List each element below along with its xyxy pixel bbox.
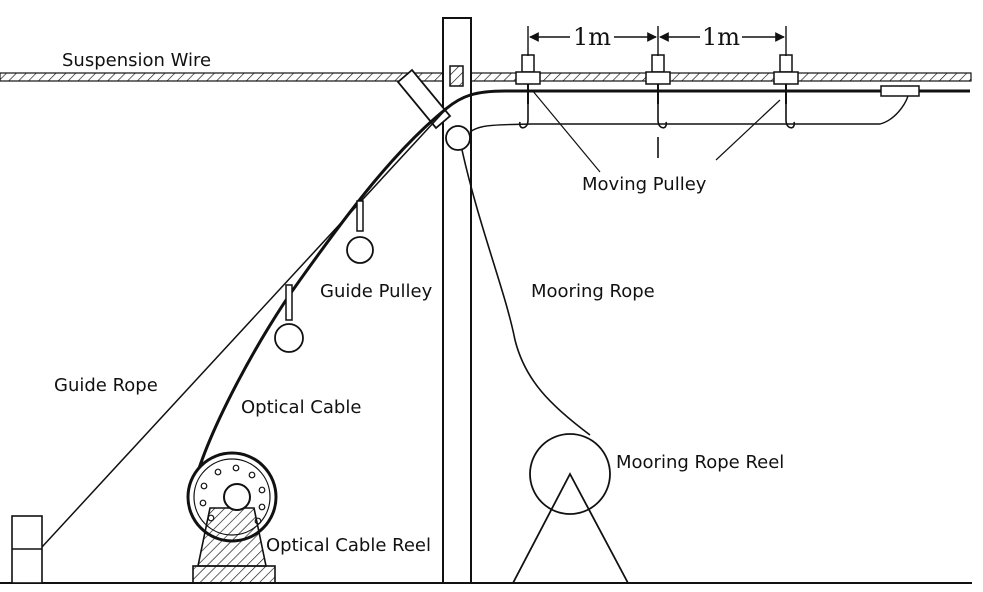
dimension-markers [527,26,787,56]
moving-pulley-leaders [531,89,781,173]
moving-pulley-1 [515,54,541,129]
optical-cable-reel [186,451,278,584]
moving-pulley-2 [645,54,671,158]
dimension-label-2: 1m [702,23,740,51]
pulling-rope [469,95,909,133]
label-mooring-rope: Mooring Rope [531,281,655,302]
label-guide-pulley: Guide Pulley [320,281,433,302]
cable-clamp [880,85,920,97]
label-suspension-wire: Suspension Wire [62,50,212,71]
label-optical-cable: Optical Cable [241,397,362,418]
dimension-label-1: 1m [573,23,611,51]
label-optical-cable-reel: Optical Cable Reel [266,535,431,556]
guide-pulley-upper [346,200,374,264]
guide-pulley-lower [274,284,304,353]
guide-rope [41,107,448,548]
label-moving-pulley: Moving Pulley [582,174,707,195]
anchor-block [11,515,43,584]
optical-cable [190,89,970,494]
moving-pulley-3 [773,54,799,129]
label-mooring-rope-reel: Mooring Rope Reel [616,452,785,473]
mooring-rope-reel [512,433,629,584]
label-guide-rope: Guide Rope [54,375,158,396]
suspension-wire [0,72,972,82]
mooring-rope [461,149,591,436]
pole-bracket [396,68,452,130]
pole-pulley [445,125,471,151]
